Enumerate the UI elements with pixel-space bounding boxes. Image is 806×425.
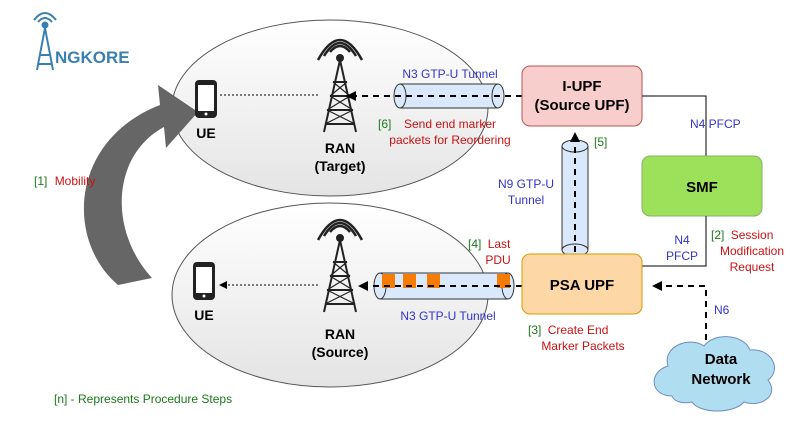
step-2-number: [2] [711,228,724,242]
step-3-text-2: Marker Packets [541,339,624,353]
step-3-text-1: Create End [548,323,609,337]
ran-source-tower-icon [316,218,364,313]
ran-target-label-2: (Target) [314,158,365,174]
psa-upf-box [521,253,643,315]
iupf-label-1: I-UPF [562,78,601,95]
n9-tunnel [561,139,589,257]
step-1-text: Mobility [55,174,96,188]
smf-box [641,155,763,217]
n4-side-label-2: PFCP [666,249,698,263]
n6-link [652,281,707,340]
mobility-arrow [83,85,198,285]
n4-side-label-1: N4 [674,233,690,247]
step-4-number: [4] [468,237,481,251]
psa-upf-label: PSA UPF [550,277,614,294]
n3-top-tunnel [393,83,505,109]
step-6-text-2: packets for Reordering [389,133,510,147]
ran-source-label-2: (Source) [312,344,369,360]
step-2-text-2: Modification [720,244,784,258]
step-2-text-1: Session [731,228,774,242]
iupf-label-2: (Source UPF) [534,97,629,114]
step-4-annotation: [4] Last [468,237,511,251]
tower-logo-icon [33,12,57,71]
n4-side-link [642,216,707,267]
step-4-text-1: Last [488,237,511,251]
n6-label: N6 [714,303,730,317]
step-2-annotation: [2] Session [711,228,773,242]
step-4-text-2: PDU [485,253,510,267]
ue-source-label: UE [194,307,213,323]
ran-target-tower-icon [316,38,364,133]
ue-source-phone-icon [193,262,215,300]
ue-target-label: UE [196,125,215,141]
n3-top-label: N3 GTP-U Tunnel [402,67,497,81]
n9-label-1: N9 GTP-U [498,177,554,191]
step-1-number: [1] [34,174,47,188]
ran-target-label-1: RAN [325,140,355,156]
pdu-packet [427,274,440,288]
pdu-packet [382,274,395,288]
ue-target-phone-icon [195,80,217,118]
n3-bottom-label: N3 GTP-U Tunnel [400,309,495,323]
step-1-annotation: [1] Mobility [34,174,95,188]
iupf-box [521,65,643,127]
step-2-text-3: Request [730,260,775,274]
n9-label-2: Tunnel [508,193,544,207]
logo-text: NGKORE [55,48,130,67]
data-network-label-2: Network [691,371,751,388]
data-network-label-1: Data [705,351,738,368]
step-6-text-1: Send end marker [404,117,496,131]
smf-label: SMF [686,179,718,196]
step-5-number: [5] [594,135,607,149]
pdu-packet [403,274,416,288]
n4-top-link [642,95,707,156]
data-network-cloud [653,336,775,412]
step-3-annotation: [3] Create End [528,323,608,337]
last-pdu-packet [497,274,510,288]
ran-source-label-1: RAN [325,326,355,342]
step-3-number: [3] [528,323,541,337]
ngkore-logo: NGKORE [33,12,130,71]
n4-top-label: N4 PFCP [690,117,741,131]
legend-text: [n] - Represents Procedure Steps [54,392,232,406]
step-6-number: [6] [378,117,391,131]
